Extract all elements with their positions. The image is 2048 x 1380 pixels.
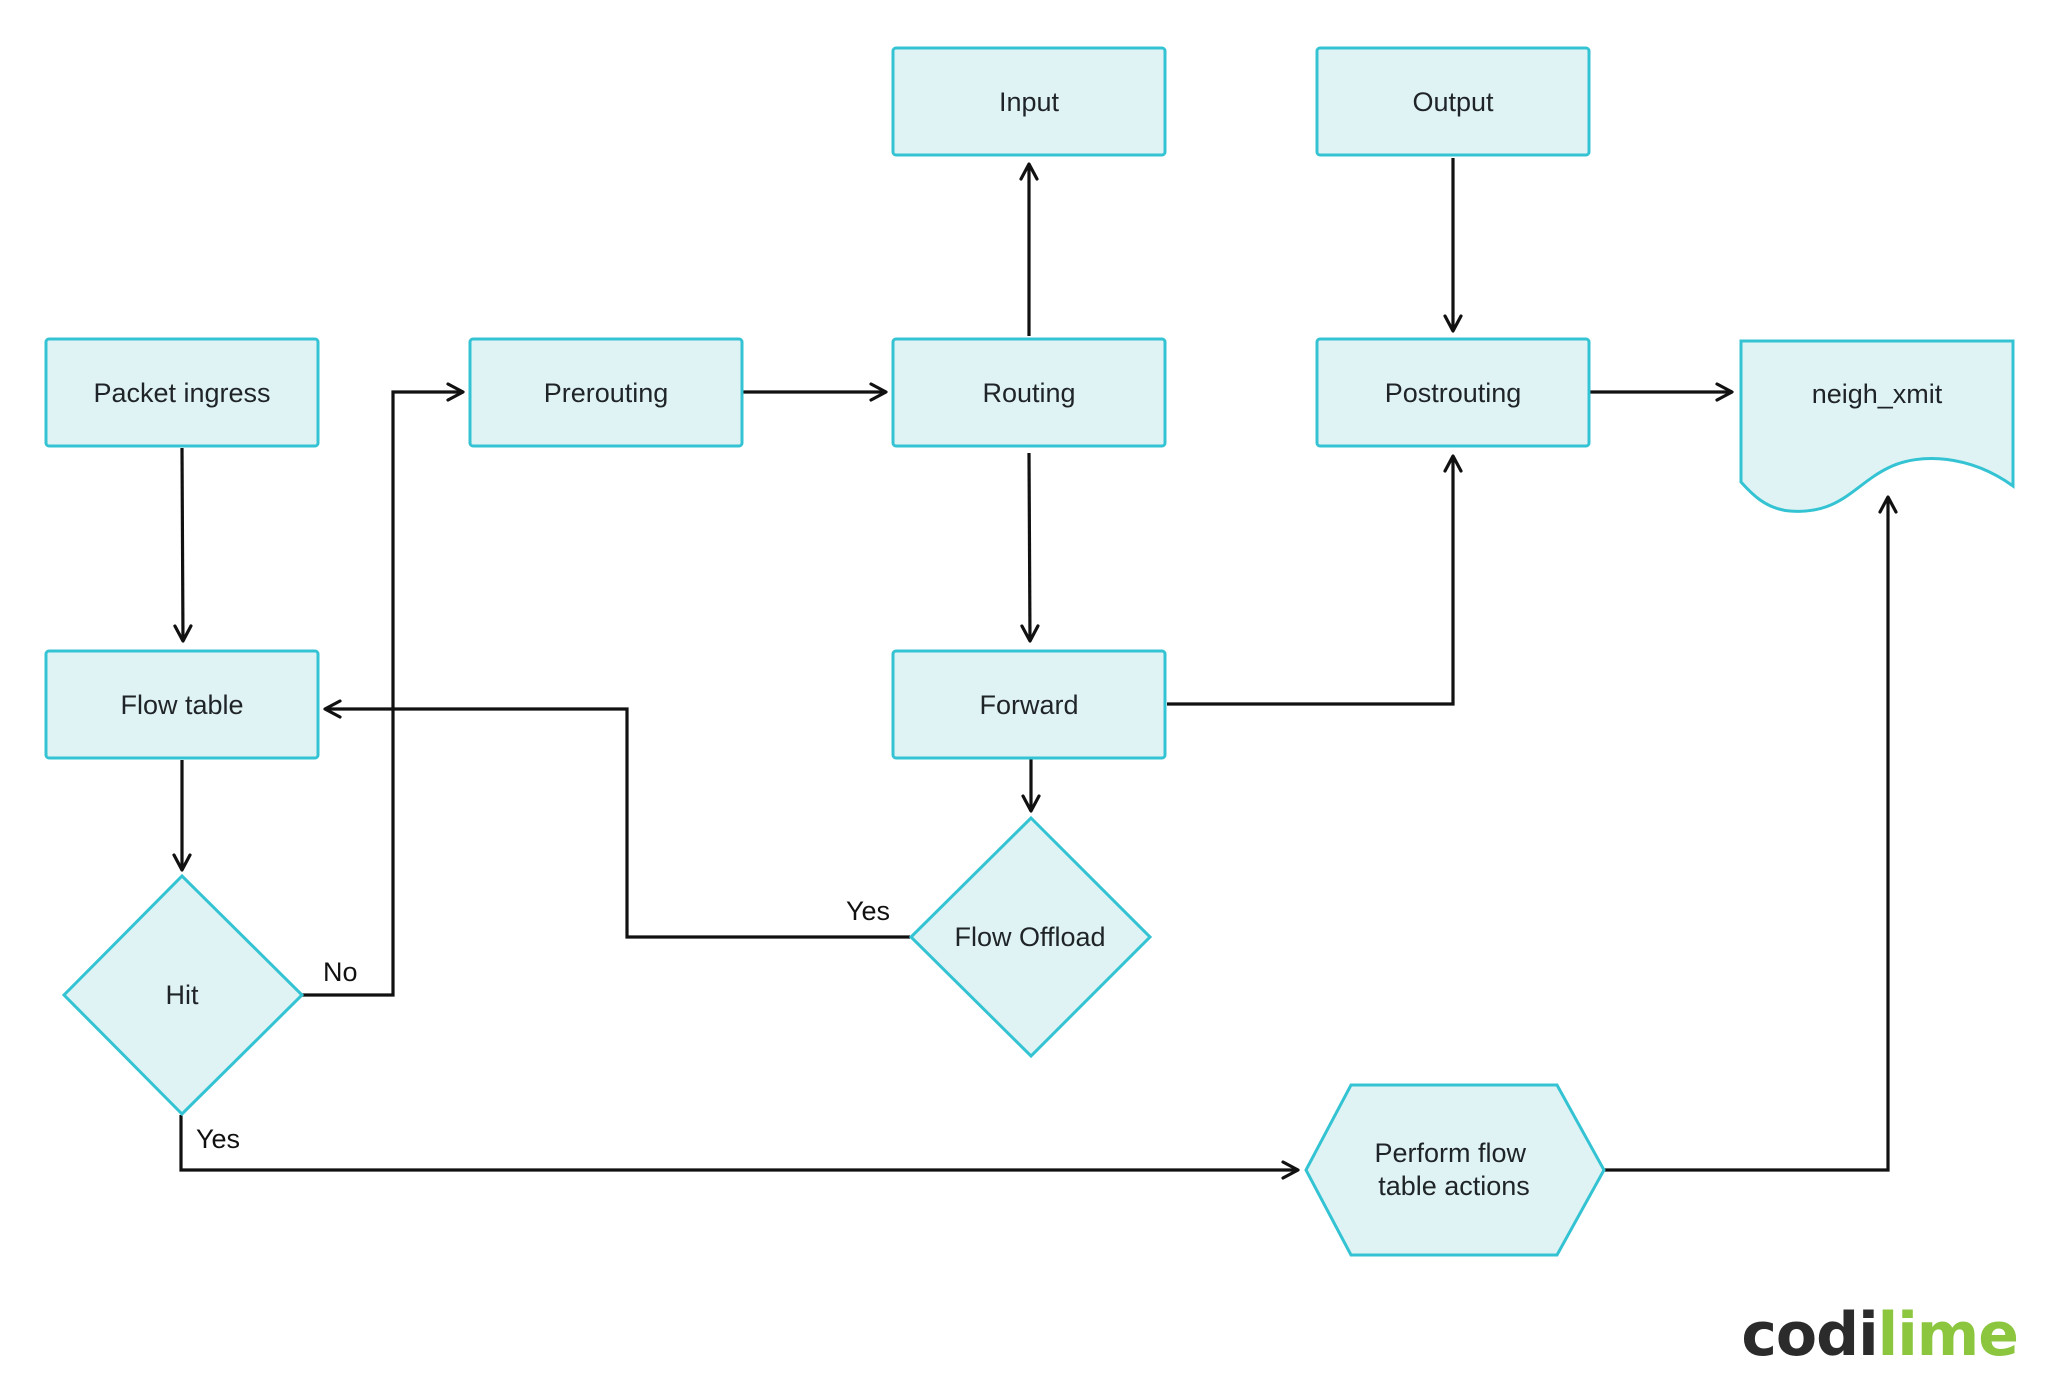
logo-text: codilime xyxy=(1741,1300,2018,1370)
node-perform-actions-label: Perform flow table actions xyxy=(1374,1138,1533,1201)
node-flow-table-box xyxy=(44,649,320,760)
node-routing: Routing xyxy=(891,337,1167,448)
node-packet-ingress: Packet ingress xyxy=(44,337,320,448)
node-prerouting-box xyxy=(468,337,744,448)
node-postrouting: Postrouting xyxy=(1315,337,1591,448)
node-flow-table-label: Flow table xyxy=(120,690,243,720)
logo-text-lime: lime xyxy=(1878,1300,2018,1370)
codilime-logo: codilime xyxy=(1741,1300,2019,1370)
node-flow-offload-diamond xyxy=(908,815,1153,1059)
node-hit: Hit xyxy=(61,873,305,1117)
node-postrouting-label: Postrouting xyxy=(1385,378,1522,408)
node-flow-table: Flow table xyxy=(44,649,320,760)
edge-packet-ingress-to-flow-table xyxy=(173,447,193,643)
node-flow-offload-label: Flow Offload xyxy=(954,922,1105,952)
node-packet-ingress-label: Packet ingress xyxy=(93,378,270,408)
edge-forward-to-postrouting xyxy=(1167,454,1463,706)
node-prerouting: Prerouting xyxy=(468,337,744,448)
logo-text-codi: codi xyxy=(1741,1300,1877,1370)
edge-label-hit-no: No xyxy=(323,957,358,987)
edges xyxy=(172,158,1898,1180)
node-neigh-xmit-label: neigh_xmit xyxy=(1812,379,1943,409)
node-output-box xyxy=(1315,46,1591,157)
edge-perform-actions-to-neigh-xmit xyxy=(1604,495,1898,1172)
node-postrouting-box xyxy=(1315,337,1591,448)
node-input-box xyxy=(891,46,1167,157)
node-forward: Forward xyxy=(891,649,1167,760)
node-forward-box xyxy=(891,649,1167,760)
nodes: Packet ingress Prerouting Routing Input … xyxy=(44,46,2015,1257)
edge-hit-no-to-prerouting xyxy=(302,382,465,997)
edge-flow-offload-yes-to-flow-table xyxy=(323,699,910,939)
node-output-label: Output xyxy=(1412,87,1494,117)
node-perform-actions-hexagon xyxy=(1304,1083,1606,1257)
node-flow-offload: Flow Offload xyxy=(908,815,1153,1059)
node-input-label: Input xyxy=(999,87,1060,117)
node-routing-label: Routing xyxy=(982,378,1075,408)
node-input: Input xyxy=(891,46,1167,157)
node-perform-actions-label-line1: Perform flow xyxy=(1374,1138,1526,1168)
node-hit-diamond xyxy=(61,873,305,1117)
node-perform-actions-label-line2: table actions xyxy=(1378,1171,1530,1201)
node-perform-actions: Perform flow table actions xyxy=(1304,1083,1606,1257)
node-output: Output xyxy=(1315,46,1591,157)
node-routing-box xyxy=(891,337,1167,448)
node-packet-ingress-box xyxy=(44,337,320,448)
node-prerouting-label: Prerouting xyxy=(544,378,669,408)
edge-labels: No Yes Yes xyxy=(196,896,890,1154)
node-forward-label: Forward xyxy=(979,690,1078,720)
node-neigh-xmit: neigh_xmit xyxy=(1739,339,2015,513)
edge-label-hit-yes: Yes xyxy=(196,1124,240,1154)
edge-hit-yes-to-perform-actions xyxy=(179,1115,1300,1180)
node-hit-label: Hit xyxy=(166,980,199,1010)
node-neigh-xmit-document-shape xyxy=(1739,339,2015,513)
edge-label-offload-yes: Yes xyxy=(846,896,890,926)
edge-routing-to-forward xyxy=(1020,452,1040,643)
